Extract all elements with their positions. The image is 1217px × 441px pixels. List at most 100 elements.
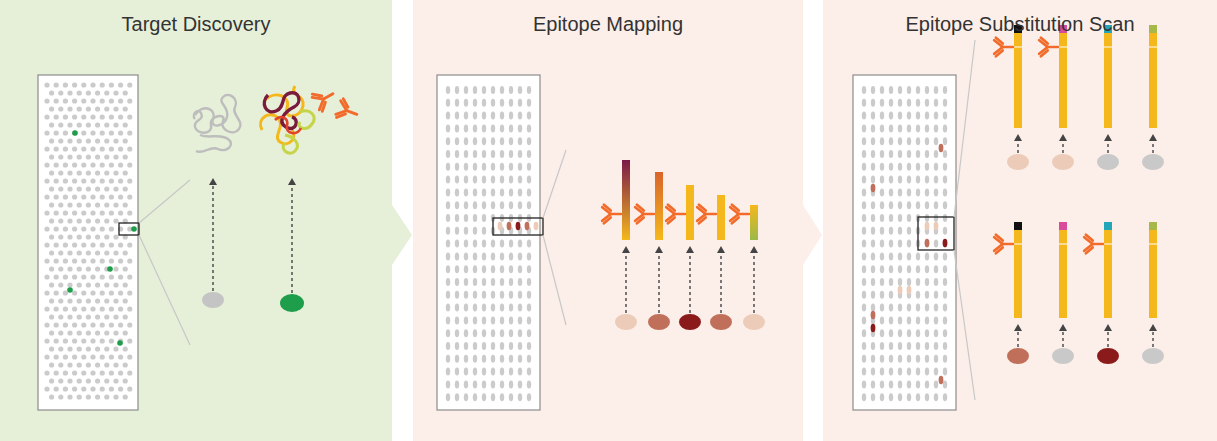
array-spot xyxy=(104,330,109,335)
array-spot xyxy=(123,186,128,191)
array-spot xyxy=(482,150,486,158)
array-spot xyxy=(491,86,495,94)
array-spot xyxy=(862,278,866,286)
array-spot xyxy=(862,124,866,132)
array-spot xyxy=(491,201,495,209)
array-spot xyxy=(871,214,875,222)
array-spot xyxy=(58,282,63,287)
array-spot xyxy=(86,378,91,383)
array-spot xyxy=(925,188,929,196)
array-spot xyxy=(509,137,513,145)
array-spot xyxy=(925,304,929,312)
array-spot xyxy=(113,250,118,255)
dashed-arrow xyxy=(1107,330,1108,347)
array-spot xyxy=(95,90,100,95)
array-spot xyxy=(889,329,893,337)
array-spot xyxy=(81,258,86,263)
array-spot xyxy=(58,378,63,383)
array-spot xyxy=(925,265,929,273)
array-spot xyxy=(123,346,128,351)
array-spot xyxy=(509,86,513,94)
array-spot xyxy=(100,130,105,135)
array-spot xyxy=(104,90,109,95)
antibody-part xyxy=(732,205,739,211)
array-spot xyxy=(54,226,59,231)
array-spot xyxy=(109,194,114,199)
array-spot xyxy=(67,250,72,255)
array-spot xyxy=(455,163,459,171)
zoom-line xyxy=(543,235,566,325)
array-spot xyxy=(916,163,920,171)
array-spot xyxy=(473,163,477,171)
array-spot xyxy=(473,316,477,324)
array-spot xyxy=(491,265,495,273)
array-spot xyxy=(54,322,59,327)
array-spot xyxy=(907,86,911,94)
array-spot xyxy=(109,370,114,375)
antibody xyxy=(994,38,1013,57)
array-spot xyxy=(455,252,459,260)
array-spot xyxy=(446,252,450,260)
array-spot xyxy=(482,99,486,107)
array-spot xyxy=(898,112,902,120)
array-spot xyxy=(49,266,54,271)
array-spot xyxy=(880,240,884,248)
array-spot xyxy=(916,368,920,376)
array-spot xyxy=(113,282,118,287)
array-spot xyxy=(455,188,459,196)
antibody-part xyxy=(637,205,644,211)
antibody-part xyxy=(706,213,716,216)
array-spot xyxy=(100,354,105,359)
array-spot xyxy=(81,354,86,359)
array-spot xyxy=(86,186,91,191)
antibody-part xyxy=(1048,46,1058,49)
array-spot xyxy=(862,150,866,158)
array-spot xyxy=(491,252,495,260)
dashed-arrow xyxy=(1017,330,1018,347)
array-spot xyxy=(58,314,63,319)
array-spot xyxy=(77,266,82,271)
array-spot xyxy=(473,380,477,388)
array-slide xyxy=(437,75,540,410)
array-spot xyxy=(880,304,884,312)
array-spot xyxy=(943,316,947,324)
array-spot xyxy=(127,290,132,295)
array-spot xyxy=(880,176,884,184)
spot-oval xyxy=(1097,154,1119,170)
antibody xyxy=(697,205,716,224)
array-spot xyxy=(491,329,495,337)
array-spot xyxy=(862,188,866,196)
array-spot xyxy=(871,265,875,273)
array-spot xyxy=(100,338,105,343)
array-spot xyxy=(118,194,123,199)
array-spot xyxy=(127,242,132,247)
array-spot xyxy=(464,227,468,235)
array-spot xyxy=(455,355,459,363)
array-spot xyxy=(63,290,68,295)
residue-line xyxy=(1014,244,1022,245)
array-spot xyxy=(104,362,109,367)
array-spot xyxy=(464,368,468,376)
residue-line xyxy=(1104,47,1112,48)
substitution-mark xyxy=(1104,222,1112,230)
array-spot xyxy=(482,355,486,363)
array-spot xyxy=(58,394,63,399)
array-spot xyxy=(527,304,531,312)
array-spot xyxy=(67,202,72,207)
array-spot xyxy=(446,342,450,350)
array-spot xyxy=(916,355,920,363)
array-spot xyxy=(67,362,72,367)
array-spot xyxy=(63,386,68,391)
array-spot xyxy=(925,214,929,222)
array-spot xyxy=(880,380,884,388)
highlight-box xyxy=(493,218,543,235)
array-spot xyxy=(934,393,938,401)
array-spot xyxy=(86,266,91,271)
array-spot xyxy=(58,218,63,223)
array-spot xyxy=(446,278,450,286)
array-spot xyxy=(118,114,123,119)
array-spot xyxy=(500,86,504,94)
array-spot xyxy=(871,240,875,248)
array-spot xyxy=(77,170,82,175)
array-spot xyxy=(934,304,938,312)
